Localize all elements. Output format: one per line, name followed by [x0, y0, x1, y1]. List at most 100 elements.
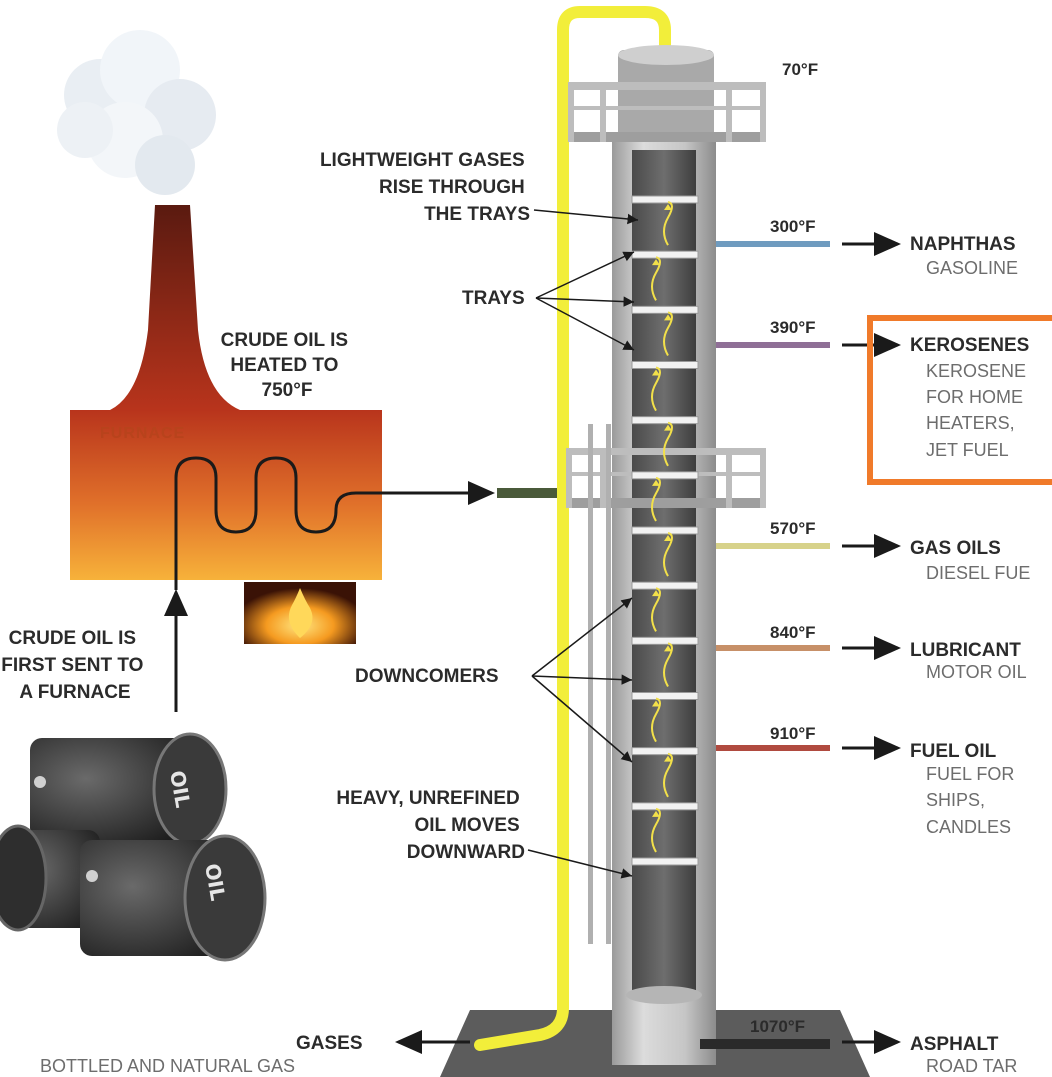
trays-label: TRAYS [462, 288, 525, 309]
outlet-pipe [716, 241, 830, 247]
tray [631, 581, 699, 590]
tray [631, 802, 699, 811]
vapor-flow-arrowhead [664, 535, 672, 541]
vapor-flow-arrow [651, 697, 661, 743]
outlet-pipe [716, 543, 830, 549]
gases-rise-line: RISE THROUGH [379, 177, 525, 198]
product-use: DIESEL FUE [926, 563, 1030, 583]
product-lubricant: LUBRICANT MOTOR OIL [910, 640, 1027, 682]
product-name: NAPHTHAS [910, 234, 1016, 255]
temp-kerosenes: 390°F [770, 318, 816, 337]
trays-pointer [535, 251, 635, 299]
vapor-flow-arrowhead [652, 810, 660, 817]
temp-naphthas: 300°F [770, 217, 816, 236]
kerosenes-highlight-box [867, 315, 1052, 485]
tray [631, 747, 699, 756]
heated-note: CRUDE OIL IS HEATED TO 750°F [221, 330, 354, 401]
tower-bottom [626, 986, 702, 1004]
oil-barrel-icon: OIL [80, 834, 267, 962]
heavy-oil-line: HEAVY, UNREFINED [336, 788, 519, 809]
product-use: HEATERS, [926, 413, 1015, 433]
downcomers-label: DOWNCOMERS [355, 666, 499, 687]
tray [631, 361, 699, 369]
crude-note-line: A FURNACE [19, 682, 130, 703]
product-naphthas: NAPHTHAS GASOLINE [910, 234, 1018, 278]
top-platform [568, 82, 766, 142]
tray [631, 471, 699, 480]
temp-asphalt: 1070°F [750, 1017, 805, 1036]
furnace-coil [174, 456, 382, 590]
temp-lubricant: 840°F [770, 623, 816, 642]
furnace: FURNACE [70, 205, 382, 644]
trays-pointer [535, 296, 635, 307]
tower-interior [632, 150, 696, 990]
furnace-body [70, 410, 382, 580]
vapor-flow-arrowhead [652, 700, 660, 707]
vapor-flow-arrows [651, 201, 673, 853]
downcomers-pointer [531, 675, 633, 763]
product-name: GAS OILS [910, 538, 1001, 559]
gases-rise-pointer [533, 209, 639, 225]
heavy-oil-note: HEAVY, UNREFINED OIL MOVES DOWNWARD [336, 788, 525, 863]
product-fuel-oil: FUEL OIL FUEL FOR SHIPS, CANDLES [910, 741, 1014, 837]
vapor-flow-arrow [651, 807, 661, 853]
vapor-flow-arrow [651, 256, 661, 301]
product-asphalt: ASPHALT ROAD TAR [910, 1034, 1017, 1076]
vapor-flow-arrowhead [664, 424, 672, 431]
outlet-pipe [700, 1039, 830, 1049]
product-use: MOTOR OIL [926, 662, 1027, 682]
product-name: FUEL OIL [910, 741, 997, 762]
flame-icon [288, 588, 313, 638]
downcomers-pointer [531, 597, 633, 677]
gases-use: BOTTLED AND NATURAL GAS [40, 1056, 295, 1076]
tower-cap-top [618, 45, 714, 65]
vapor-flow-arrow [663, 311, 673, 357]
product-use: JET FUEL [926, 440, 1009, 460]
vapor-flow-arrow [663, 201, 673, 246]
crude-note-line: FIRST SENT TO [1, 655, 143, 676]
gases-label: GASES [296, 1033, 363, 1054]
temp-gas-oils: 570°F [770, 519, 816, 538]
tray [631, 250, 699, 259]
furnace-chimney [110, 205, 240, 410]
product-gas-oils: GAS OILS DIESEL FUE [910, 538, 1030, 583]
vapor-flow-arrowhead [664, 645, 672, 652]
gases-rise-line: LIGHTWEIGHT GASES [320, 150, 525, 171]
trays [631, 195, 699, 866]
downcomers-pointer [531, 674, 633, 685]
outlet-pipe [716, 745, 830, 751]
product-use: FOR HOME [926, 387, 1023, 407]
product-use: SHIPS, [926, 790, 985, 810]
trays-pointer [535, 297, 635, 351]
crude-note: CRUDE OIL IS FIRST SENT TO A FURNACE [1, 628, 148, 703]
vapor-flow-arrowhead [664, 755, 672, 762]
feed-pipe [497, 488, 569, 498]
product-use: FUEL FOR [926, 764, 1014, 784]
heavy-oil-pointer [527, 849, 633, 879]
vapor-flow-arrowhead [652, 259, 660, 266]
vapor-flow-arrowhead [652, 369, 660, 376]
vapor-flow-arrow [663, 752, 673, 798]
product-kerosenes: KEROSENES KEROSENE FOR HOME HEATERS, JET… [867, 315, 1052, 485]
vapor-flow-arrow [651, 366, 661, 412]
oil-barrel-icon: OIL [30, 732, 228, 846]
product-use: ROAD TAR [926, 1056, 1017, 1076]
vapor-flow-arrow [663, 532, 673, 577]
tray [631, 692, 699, 700]
oil-barrels: OIL OIL [0, 732, 267, 962]
vapor-flow-arrowhead [664, 314, 672, 321]
vapor-flow-arrowhead [652, 479, 660, 486]
distillation-tower [566, 45, 766, 1065]
vapor-flow-arrowhead [652, 590, 660, 597]
tray [631, 195, 699, 204]
product-name: LUBRICANT [910, 640, 1021, 661]
tray [631, 857, 699, 866]
product-use: CANDLES [926, 817, 1011, 837]
product-name: ASPHALT [910, 1034, 999, 1055]
heated-note-line: CRUDE OIL IS [221, 330, 348, 351]
furnace-label: FURNACE [100, 425, 185, 442]
vapor-flow-arrow [663, 421, 673, 467]
heavy-oil-line: DOWNWARD [407, 842, 525, 863]
oil-barrel-icon [0, 824, 100, 932]
